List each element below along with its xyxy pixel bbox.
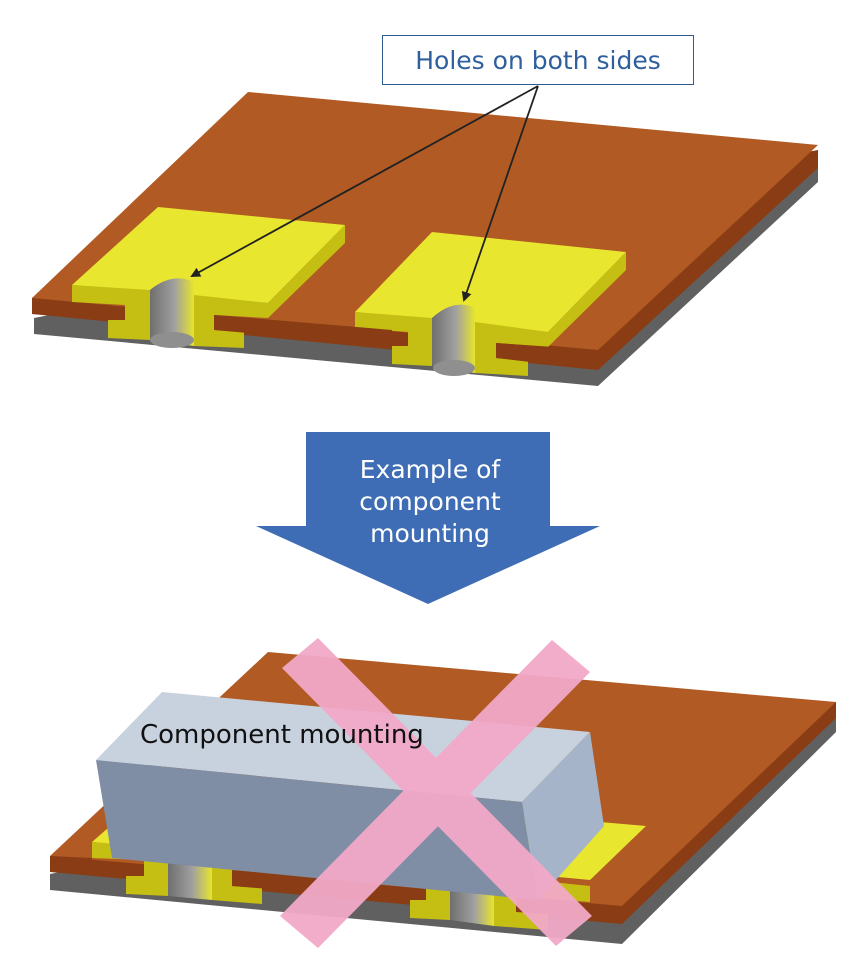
leader-line-left xyxy=(190,85,539,277)
right-pad-top xyxy=(355,232,626,332)
right-pad xyxy=(355,232,626,376)
cross-stroke-2 xyxy=(280,640,590,948)
trace-middle xyxy=(214,315,392,346)
trace-right xyxy=(496,343,598,370)
right-hole-bottom xyxy=(433,360,475,376)
transition-label: Example of component mounting xyxy=(359,455,501,548)
bottom-trace-left xyxy=(50,856,92,872)
component-end xyxy=(522,732,604,900)
left-pad-clip-left xyxy=(72,285,150,340)
left-pad-side xyxy=(268,225,345,318)
left-hole-bottom xyxy=(150,332,194,348)
right-pad-clip-left xyxy=(355,312,432,366)
right-hole xyxy=(432,304,475,373)
holes-callout-label: Holes on both sides xyxy=(382,35,694,85)
left-pad-top xyxy=(72,207,345,303)
transition-arrow xyxy=(256,432,600,604)
prohibited-cross xyxy=(280,638,592,948)
right-pad-clip-right xyxy=(475,322,548,376)
trace-left xyxy=(32,298,72,316)
left-pad xyxy=(72,207,345,348)
right-pad-side xyxy=(548,252,626,347)
left-hole xyxy=(150,278,194,346)
leader-line-right xyxy=(461,85,539,302)
component-label: Component mounting xyxy=(140,720,424,750)
top-board xyxy=(32,92,818,386)
left-pad-clip-right xyxy=(194,295,268,348)
